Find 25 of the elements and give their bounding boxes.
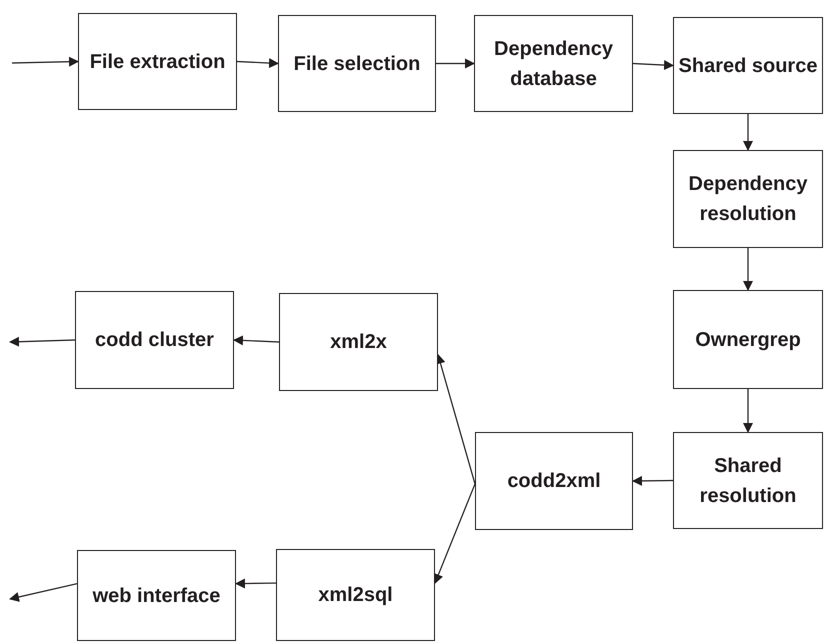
process-box: Shared resolution: [673, 432, 823, 529]
process-box: xml2sql: [276, 549, 435, 641]
arrow: [12, 56, 79, 67]
arrow: [235, 578, 276, 589]
process-box: xml2x: [279, 293, 438, 391]
arrow: [9, 583, 78, 602]
arrow: [434, 484, 476, 584]
process-box: web interface: [77, 550, 236, 641]
arrow: [9, 336, 76, 347]
arrow: [632, 476, 673, 486]
process-box: File selection: [278, 15, 436, 112]
arrow: [233, 335, 280, 346]
process-box: Ownergrep: [673, 290, 823, 389]
process-box: Shared source: [673, 17, 823, 114]
process-box: File extraction: [78, 13, 237, 110]
arrow: [236, 58, 279, 68]
arrow: [743, 248, 753, 291]
process-box: codd cluster: [75, 291, 234, 389]
arrow: [436, 58, 475, 68]
arrow: [743, 114, 753, 151]
arrow: [632, 60, 674, 70]
process-box: codd2xml: [475, 432, 633, 530]
arrow: [743, 389, 753, 433]
process-box: Dependency database: [474, 15, 633, 112]
process-box: Dependency resolution: [673, 150, 823, 248]
